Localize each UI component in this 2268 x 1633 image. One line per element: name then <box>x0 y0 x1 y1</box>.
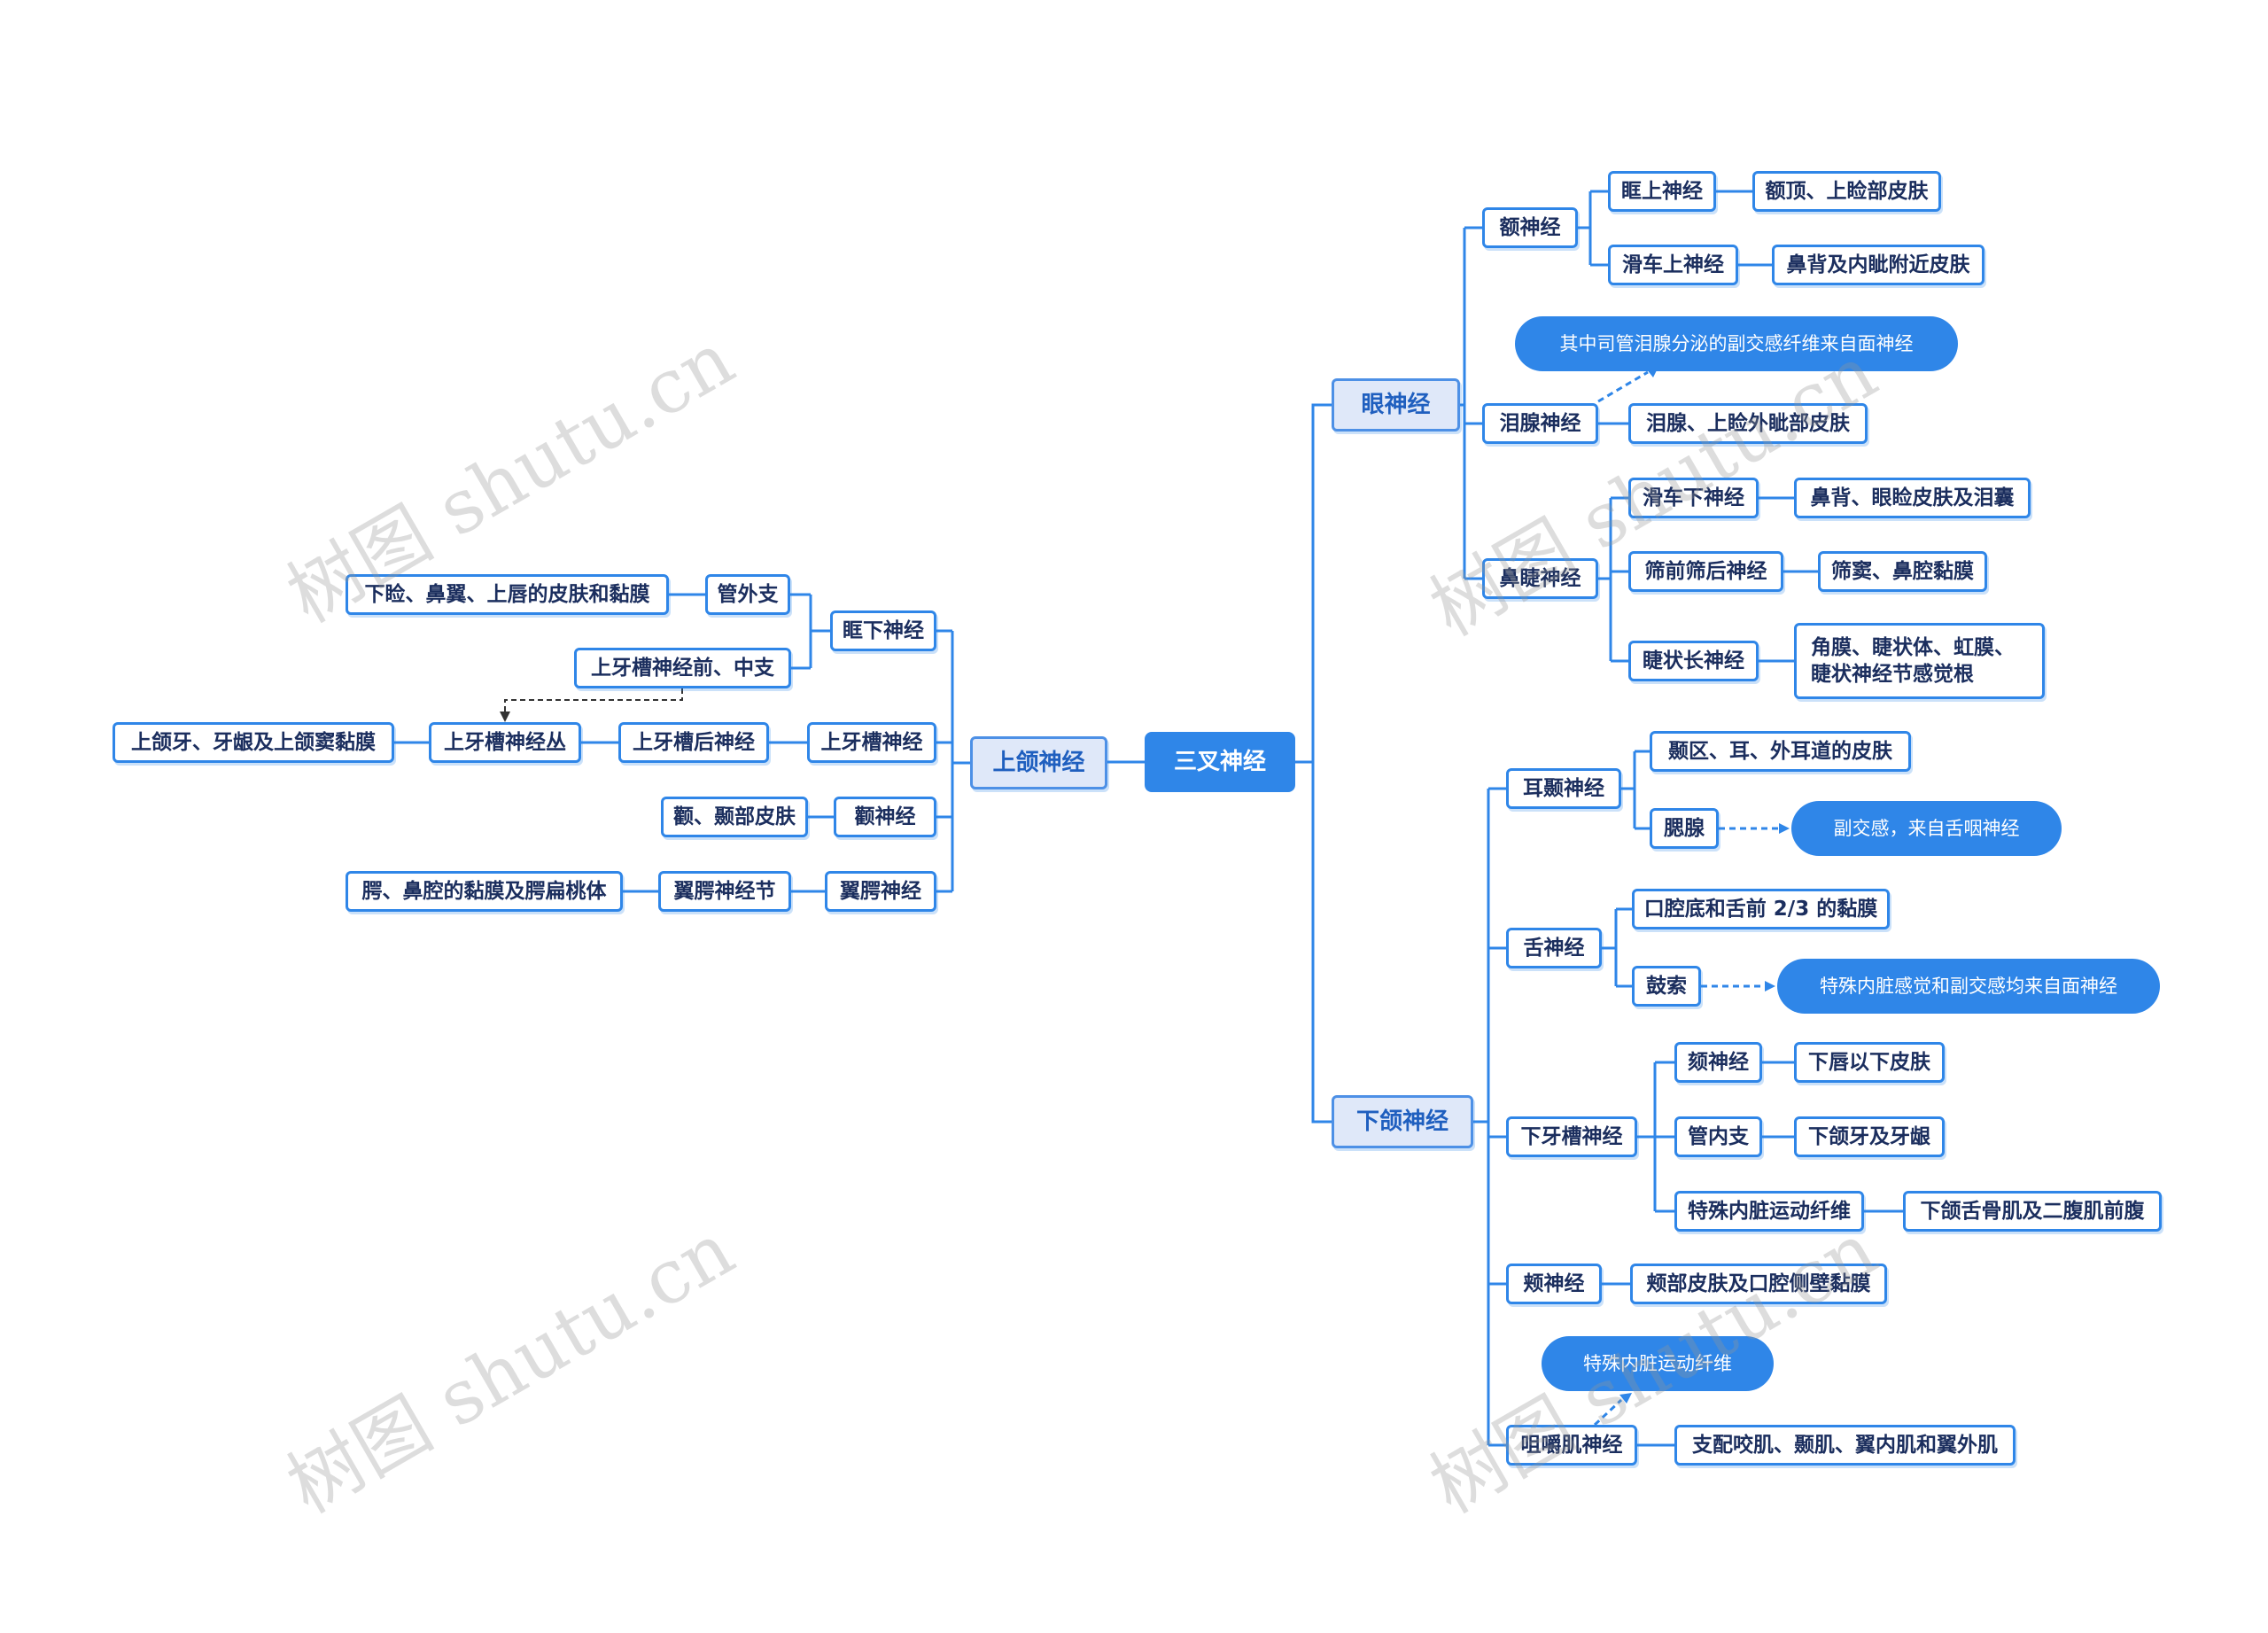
node-inferior-alveolar[interactable]: 下牙槽神经 <box>1506 1116 1637 1157</box>
node-masticatory[interactable]: 咀嚼肌神经 <box>1506 1425 1637 1466</box>
branch-mandibular[interactable]: 下颌神经 <box>1332 1095 1473 1148</box>
arrowhead <box>500 712 510 722</box>
node-buccal[interactable]: 颊神经 <box>1506 1264 1602 1304</box>
node-supratrochlear[interactable]: 滑车上神经 <box>1608 245 1738 285</box>
node-lacrimal-skin[interactable]: 泪腺、上睑外眦部皮肤 <box>1628 403 1868 444</box>
note-chorda-tympani: 特殊内脏感觉和副交感均来自面神经 <box>1777 959 2160 1014</box>
node-visceral-motor[interactable]: 特殊内脏运动纤维 <box>1674 1191 1864 1232</box>
node-nasociliary[interactable]: 鼻睫神经 <box>1482 558 1598 599</box>
node-cornea-iris[interactable]: 角膜、睫状体、虹膜、 睫状神经节感觉根 <box>1794 623 2045 699</box>
node-inner-branch[interactable]: 管内支 <box>1674 1116 1762 1157</box>
node-lower-lip-skin[interactable]: 下唇以下皮肤 <box>1794 1042 1945 1083</box>
node-alveolar-plexus[interactable]: 上牙槽神经丛 <box>429 722 581 763</box>
node-infratrochlear-skin[interactable]: 鼻背、眼睑皮肤及泪囊 <box>1794 478 2031 518</box>
branch-maxillary[interactable]: 上颌神经 <box>970 736 1107 789</box>
node-mylohyoid[interactable]: 下颌舌骨肌及二腹肌前腹 <box>1903 1191 2162 1232</box>
node-infraorbital[interactable]: 眶下神经 <box>830 610 936 651</box>
node-zygomatic-skin[interactable]: 颧、颞部皮肤 <box>661 797 808 837</box>
link-m5-note <box>1593 1398 1623 1427</box>
node-anterior-middle-alveolar[interactable]: 上牙槽神经前、中支 <box>574 648 791 688</box>
node-mental[interactable]: 颏神经 <box>1674 1042 1762 1083</box>
note-lacrimal: 其中司管泪腺分泌的副交感纤维来自面神经 <box>1515 316 1958 371</box>
note-parotid: 副交感，来自舌咽神经 <box>1791 801 2062 856</box>
root-node[interactable]: 三叉神经 <box>1145 732 1295 792</box>
node-long-ciliary[interactable]: 睫状长神经 <box>1628 641 1759 681</box>
node-lower-lid-skin[interactable]: 下睑、鼻翼、上唇的皮肤和黏膜 <box>346 574 669 615</box>
node-infratrochlear[interactable]: 滑车下神经 <box>1628 478 1759 518</box>
link-root-mandibular <box>1311 762 1332 1124</box>
node-palate-mucosa[interactable]: 腭、鼻腔的黏膜及腭扁桃体 <box>346 871 623 912</box>
arrowhead <box>1619 1393 1632 1404</box>
node-temporal-skin[interactable]: 颞区、耳、外耳道的皮肤 <box>1650 731 1911 772</box>
node-pterygopalatine[interactable]: 翼腭神经 <box>825 871 936 912</box>
node-lacrimal[interactable]: 泪腺神经 <box>1482 403 1598 444</box>
node-tongue-mucosa[interactable]: 口腔底和舌前 2/3 的黏膜 <box>1632 889 1890 929</box>
node-frontal[interactable]: 额神经 <box>1482 207 1578 248</box>
arrowhead <box>1765 981 1775 991</box>
link-e2-note <box>1597 370 1649 403</box>
node-supraorbital-skin[interactable]: 额顶、上睑部皮肤 <box>1752 171 1941 212</box>
node-chorda-tympani[interactable]: 鼓索 <box>1632 966 1701 1007</box>
branch-ophthalmic[interactable]: 眼神经 <box>1332 378 1460 432</box>
node-parotid[interactable]: 腮腺 <box>1650 808 1719 849</box>
arrowhead <box>1779 823 1790 834</box>
node-lower-teeth[interactable]: 下颌牙及牙龈 <box>1794 1116 1945 1157</box>
node-supratrochlear-skin[interactable]: 鼻背及内眦附近皮肤 <box>1772 245 1984 285</box>
node-upper-teeth[interactable]: 上颌牙、牙龈及上颌窦黏膜 <box>113 722 394 763</box>
node-supraorbital[interactable]: 眶上神经 <box>1608 171 1716 212</box>
node-auriculotemporal[interactable]: 耳颞神经 <box>1506 768 1621 809</box>
node-lingual[interactable]: 舌神经 <box>1506 928 1602 968</box>
node-zygomatic[interactable]: 颧神经 <box>834 797 936 837</box>
node-pterygopalatine-ganglion[interactable]: 翼腭神经节 <box>658 871 791 912</box>
link-root-ophthalmic <box>1295 403 1332 764</box>
node-superior-alveolar[interactable]: 上牙槽神经 <box>807 722 936 763</box>
node-external-branch[interactable]: 管外支 <box>705 574 790 615</box>
note-masticatory: 特殊内脏运动纤维 <box>1542 1336 1774 1391</box>
node-masticatory-muscles[interactable]: 支配咬肌、颞肌、翼内肌和翼外肌 <box>1674 1425 2016 1466</box>
link-dashed-plexus <box>504 688 683 716</box>
node-ethmoidal[interactable]: 筛前筛后神经 <box>1628 551 1783 592</box>
node-ethmoidal-mucosa[interactable]: 筛窦、鼻腔黏膜 <box>1818 551 1987 592</box>
node-buccal-skin[interactable]: 颊部皮肤及口腔侧壁黏膜 <box>1630 1264 1887 1304</box>
node-posterior-alveolar[interactable]: 上牙槽后神经 <box>618 722 769 763</box>
